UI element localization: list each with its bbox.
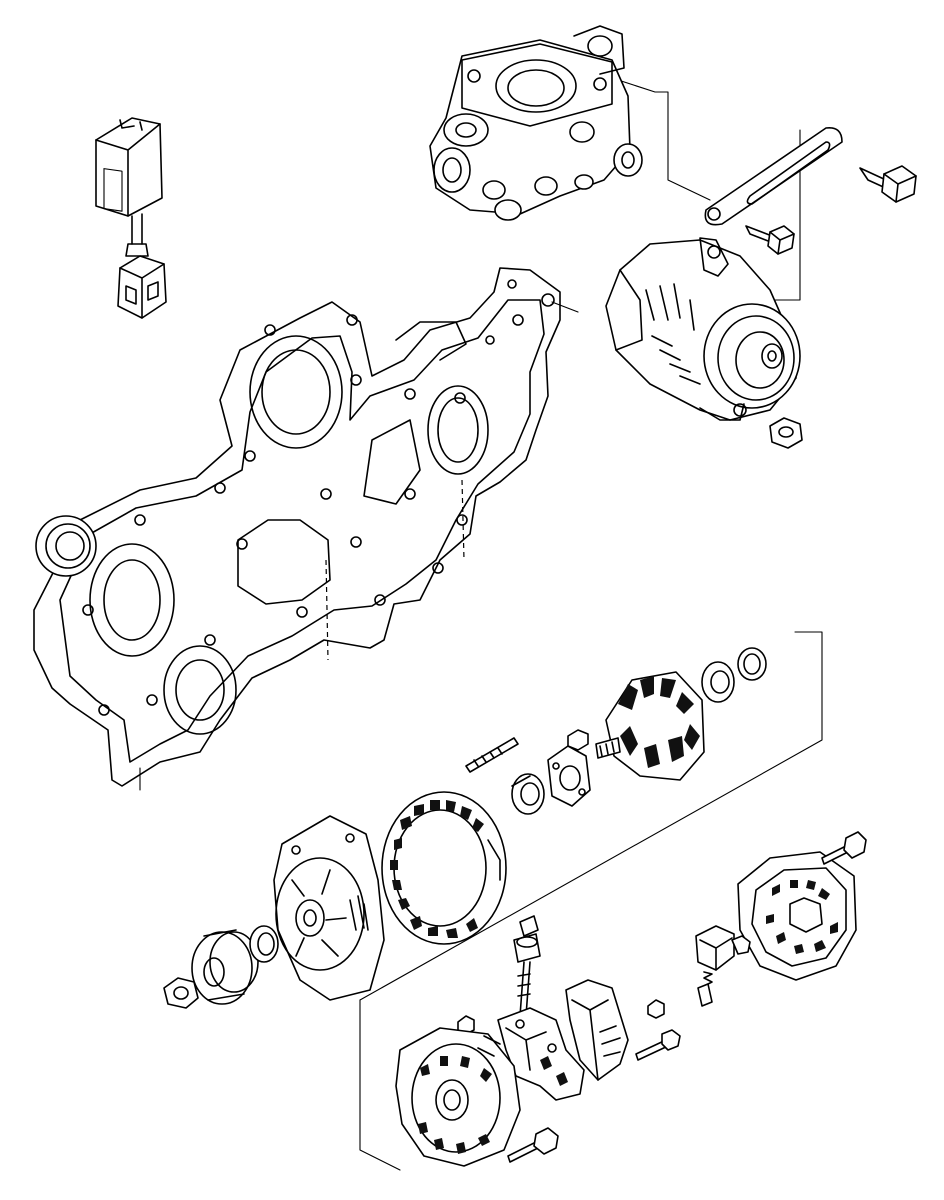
bearing-retainer[interactable]	[547, 745, 591, 807]
group-bracket-left	[359, 999, 401, 1171]
terminal-bolt[interactable]	[517, 961, 531, 1017]
pulley[interactable]	[191, 929, 259, 1005]
oil-seal[interactable]	[35, 515, 97, 577]
leader-bracket-alt	[769, 129, 801, 301]
regulator-screw[interactable]	[635, 1029, 681, 1061]
relay-connector[interactable]	[117, 243, 167, 319]
relay-module[interactable]	[95, 117, 163, 245]
brush-holder[interactable]	[695, 925, 751, 971]
timing-cover[interactable]	[33, 267, 561, 787]
regulator[interactable]	[565, 979, 629, 1081]
rectifier[interactable]	[497, 1007, 585, 1101]
retainer-screw[interactable]	[567, 729, 589, 751]
rear-washer[interactable]	[737, 647, 767, 681]
front-spacer[interactable]	[249, 925, 279, 963]
bracket-bolt[interactable]	[859, 165, 917, 203]
alternator-assembly[interactable]	[605, 237, 801, 421]
rear-bearing[interactable]	[701, 661, 735, 703]
terminal-insulator[interactable]	[513, 915, 541, 963]
cover-bolt[interactable]	[821, 831, 867, 865]
rotor[interactable]	[595, 671, 705, 781]
rear-cover[interactable]	[737, 851, 857, 981]
thermostat-housing[interactable]	[429, 25, 643, 221]
pulley-nut[interactable]	[163, 977, 199, 1009]
stator[interactable]	[381, 791, 507, 945]
small-nut[interactable]	[457, 999, 665, 1035]
through-stud[interactable]	[465, 737, 519, 773]
housing-bolt[interactable]	[507, 1127, 559, 1163]
leader-lines	[139, 77, 823, 1171]
pivot-bolt[interactable]	[745, 225, 795, 255]
adjusting-bracket[interactable]	[704, 126, 843, 226]
front-bearing[interactable]	[511, 773, 545, 815]
mounting-nut[interactable]	[769, 417, 803, 449]
front-housing[interactable]	[273, 815, 385, 1001]
leader-housing-bracket	[611, 77, 711, 201]
rear-housing[interactable]	[395, 1027, 521, 1167]
leader-cover-alt	[551, 301, 579, 313]
group-bracket-right	[359, 631, 823, 1001]
brush-spring[interactable]	[697, 971, 713, 1007]
